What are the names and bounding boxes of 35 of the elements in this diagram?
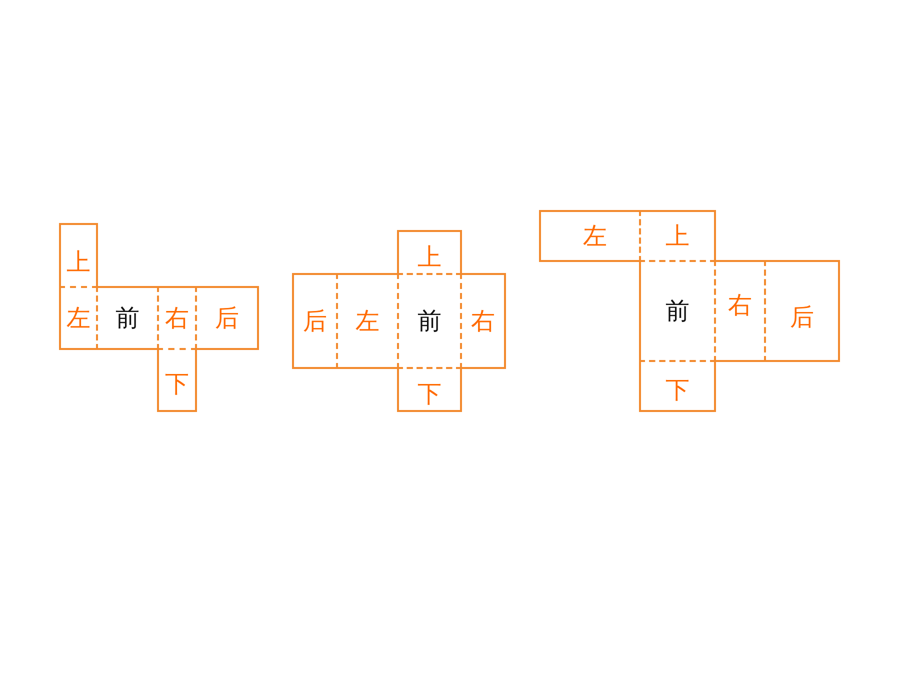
face-label: 右: [165, 306, 189, 330]
face-label: 左: [356, 309, 380, 333]
net-face: [292, 273, 338, 369]
net-face: [764, 260, 840, 362]
net-face: [397, 367, 462, 412]
net-face: [639, 210, 716, 262]
net-face: [336, 273, 399, 369]
face-label: 右: [471, 309, 495, 333]
net-face: [714, 260, 766, 362]
face-label: 前: [116, 306, 140, 330]
face-label: 下: [666, 378, 690, 402]
face-label: 左: [66, 306, 90, 330]
face-label: 上: [66, 250, 90, 274]
net-face: [195, 286, 259, 350]
face-label: 上: [418, 244, 442, 268]
face-label: 右: [728, 293, 752, 317]
net-face: [157, 348, 197, 412]
face-label: 后: [303, 309, 327, 333]
net-face: [397, 230, 462, 275]
net-face: [639, 260, 716, 362]
net-face: [639, 360, 716, 412]
face-label: 后: [215, 306, 239, 330]
net-face: [59, 286, 98, 350]
face-label: 前: [666, 299, 690, 323]
face-label: 下: [418, 382, 442, 406]
face-label: 下: [165, 372, 189, 396]
net-face: [539, 210, 641, 262]
face-label: 上: [666, 224, 690, 248]
face-label: 前: [418, 309, 442, 333]
face-label: 后: [790, 305, 814, 329]
net-face: [96, 286, 159, 350]
net-face: [460, 273, 506, 369]
net-face: [157, 286, 197, 350]
face-label: 左: [583, 224, 607, 248]
net-face: [59, 223, 98, 288]
